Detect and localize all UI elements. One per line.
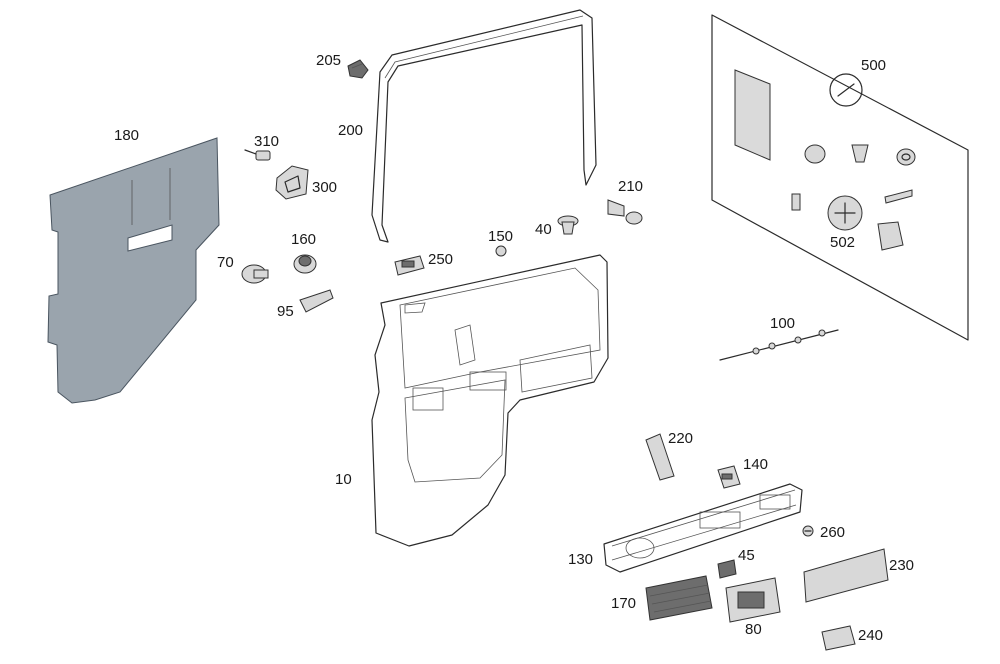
part-250-switch bbox=[394, 255, 425, 276]
label-230: 230 bbox=[889, 557, 915, 574]
label-170: 170 bbox=[611, 595, 637, 612]
part-100-cable-strip bbox=[719, 329, 839, 361]
label-205: 205 bbox=[316, 52, 342, 69]
part-500-small-parts-set bbox=[711, 14, 969, 341]
label-240: 240 bbox=[858, 627, 884, 644]
part-170-speaker-grille bbox=[645, 575, 713, 621]
part-80-switch-panel bbox=[725, 577, 781, 623]
part-230-trim-strip bbox=[803, 548, 889, 603]
part-180-insulation-mat bbox=[47, 137, 220, 404]
part-130-armrest-trim bbox=[603, 483, 803, 573]
label-502: 502 bbox=[830, 234, 856, 251]
part-40-clip bbox=[557, 215, 579, 235]
part-260-screw bbox=[802, 525, 814, 537]
part-10-door-trim-panel bbox=[371, 254, 609, 547]
part-150-clip bbox=[495, 245, 507, 257]
label-130: 130 bbox=[568, 551, 594, 568]
part-45-switch bbox=[717, 559, 737, 579]
part-160-grommet bbox=[293, 254, 317, 274]
label-180: 180 bbox=[114, 127, 140, 144]
part-205-clip bbox=[347, 59, 369, 79]
label-260: 260 bbox=[820, 524, 846, 541]
part-220-cover-strip bbox=[645, 433, 675, 481]
label-80: 80 bbox=[745, 621, 762, 638]
label-210: 210 bbox=[618, 178, 644, 195]
part-200-frame-seal bbox=[371, 9, 597, 243]
label-70: 70 bbox=[217, 254, 234, 271]
part-210-push-button bbox=[607, 199, 643, 225]
label-300: 300 bbox=[312, 179, 338, 196]
label-220: 220 bbox=[668, 430, 694, 447]
label-95: 95 bbox=[277, 303, 294, 320]
label-40: 40 bbox=[535, 221, 552, 238]
label-150: 150 bbox=[488, 228, 514, 245]
label-250: 250 bbox=[428, 251, 454, 268]
label-500: 500 bbox=[861, 57, 887, 74]
part-240-cap bbox=[821, 625, 856, 651]
label-100: 100 bbox=[770, 315, 796, 332]
part-310-pin bbox=[244, 149, 271, 161]
label-140: 140 bbox=[743, 456, 769, 473]
part-140-switch bbox=[717, 465, 741, 489]
label-310: 310 bbox=[254, 133, 280, 150]
label-200: 200 bbox=[338, 122, 364, 139]
part-95-handle-trim bbox=[299, 289, 334, 313]
label-45: 45 bbox=[738, 547, 755, 564]
part-300-bracket bbox=[275, 165, 309, 200]
label-10: 10 bbox=[335, 471, 352, 488]
part-70-fastener bbox=[241, 264, 269, 284]
label-160: 160 bbox=[291, 231, 317, 248]
